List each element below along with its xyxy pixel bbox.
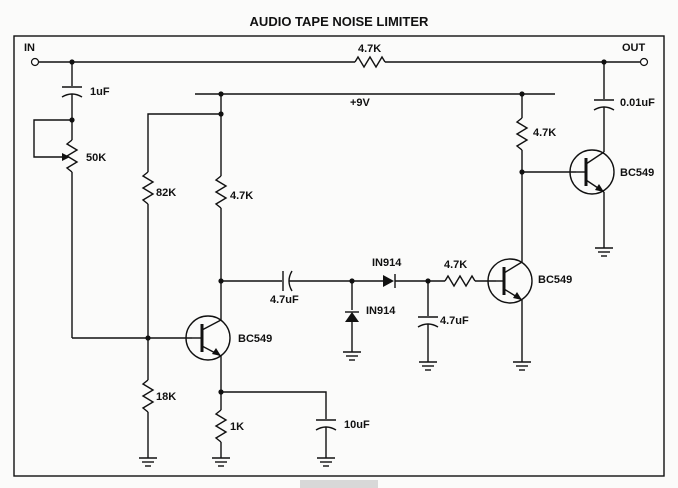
diagram-title: AUDIO TAPE NOISE LIMITER — [250, 14, 429, 29]
output-capacitor — [593, 62, 615, 152]
resistor-18k-label: 18K — [156, 391, 176, 403]
input-capacitor-label: 1uF — [90, 86, 110, 98]
resistor-82k — [141, 171, 155, 380]
series-resistor — [354, 55, 386, 69]
detector-network — [221, 270, 496, 362]
resistor-1k-label: 1K — [230, 421, 244, 433]
transistor-q3 — [569, 149, 615, 248]
transistor-q2 — [487, 258, 533, 362]
resistor-4k7-q2-label: 4.7K — [533, 127, 556, 139]
in-label: IN — [24, 42, 35, 54]
resistor-4k7-collector — [214, 114, 228, 320]
resistor-18k — [141, 379, 155, 458]
filter-capacitor-label: 4.7uF — [440, 315, 469, 327]
coupling-capacitor-label: 4.7uF — [270, 294, 299, 306]
series-resistor-label: 4.7K — [358, 43, 381, 55]
output-terminal — [639, 57, 649, 67]
caption-fragment — [300, 480, 378, 488]
shunt-diode-label: IN914 — [366, 305, 396, 317]
signal-line — [30, 55, 649, 69]
supply-label: +9V — [350, 97, 371, 109]
emitter-network — [214, 356, 337, 458]
resistor-4k7-q2 — [515, 94, 576, 262]
input-capacitor — [61, 62, 83, 118]
potentiometer — [33, 117, 79, 338]
potentiometer-label: 50K — [86, 152, 106, 164]
transistor-q1 — [185, 315, 231, 361]
series-diode-label: IN914 — [372, 257, 402, 269]
out-label: OUT — [622, 42, 646, 54]
transistor-q2-label: BC549 — [538, 274, 572, 286]
transistor-q3-label: BC549 — [620, 167, 654, 179]
output-capacitor-label: 0.01uF — [620, 97, 655, 109]
base-resistor-label: 4.7K — [444, 259, 467, 271]
capacitor-10uf-label: 10uF — [344, 419, 370, 431]
input-terminal — [30, 57, 40, 67]
supply-rail — [147, 91, 555, 172]
resistor-4k7-collector-label: 4.7K — [230, 190, 253, 202]
transistor-q1-label: BC549 — [238, 333, 272, 345]
diagram-frame — [13, 35, 665, 477]
resistor-82k-label: 82K — [156, 187, 176, 199]
